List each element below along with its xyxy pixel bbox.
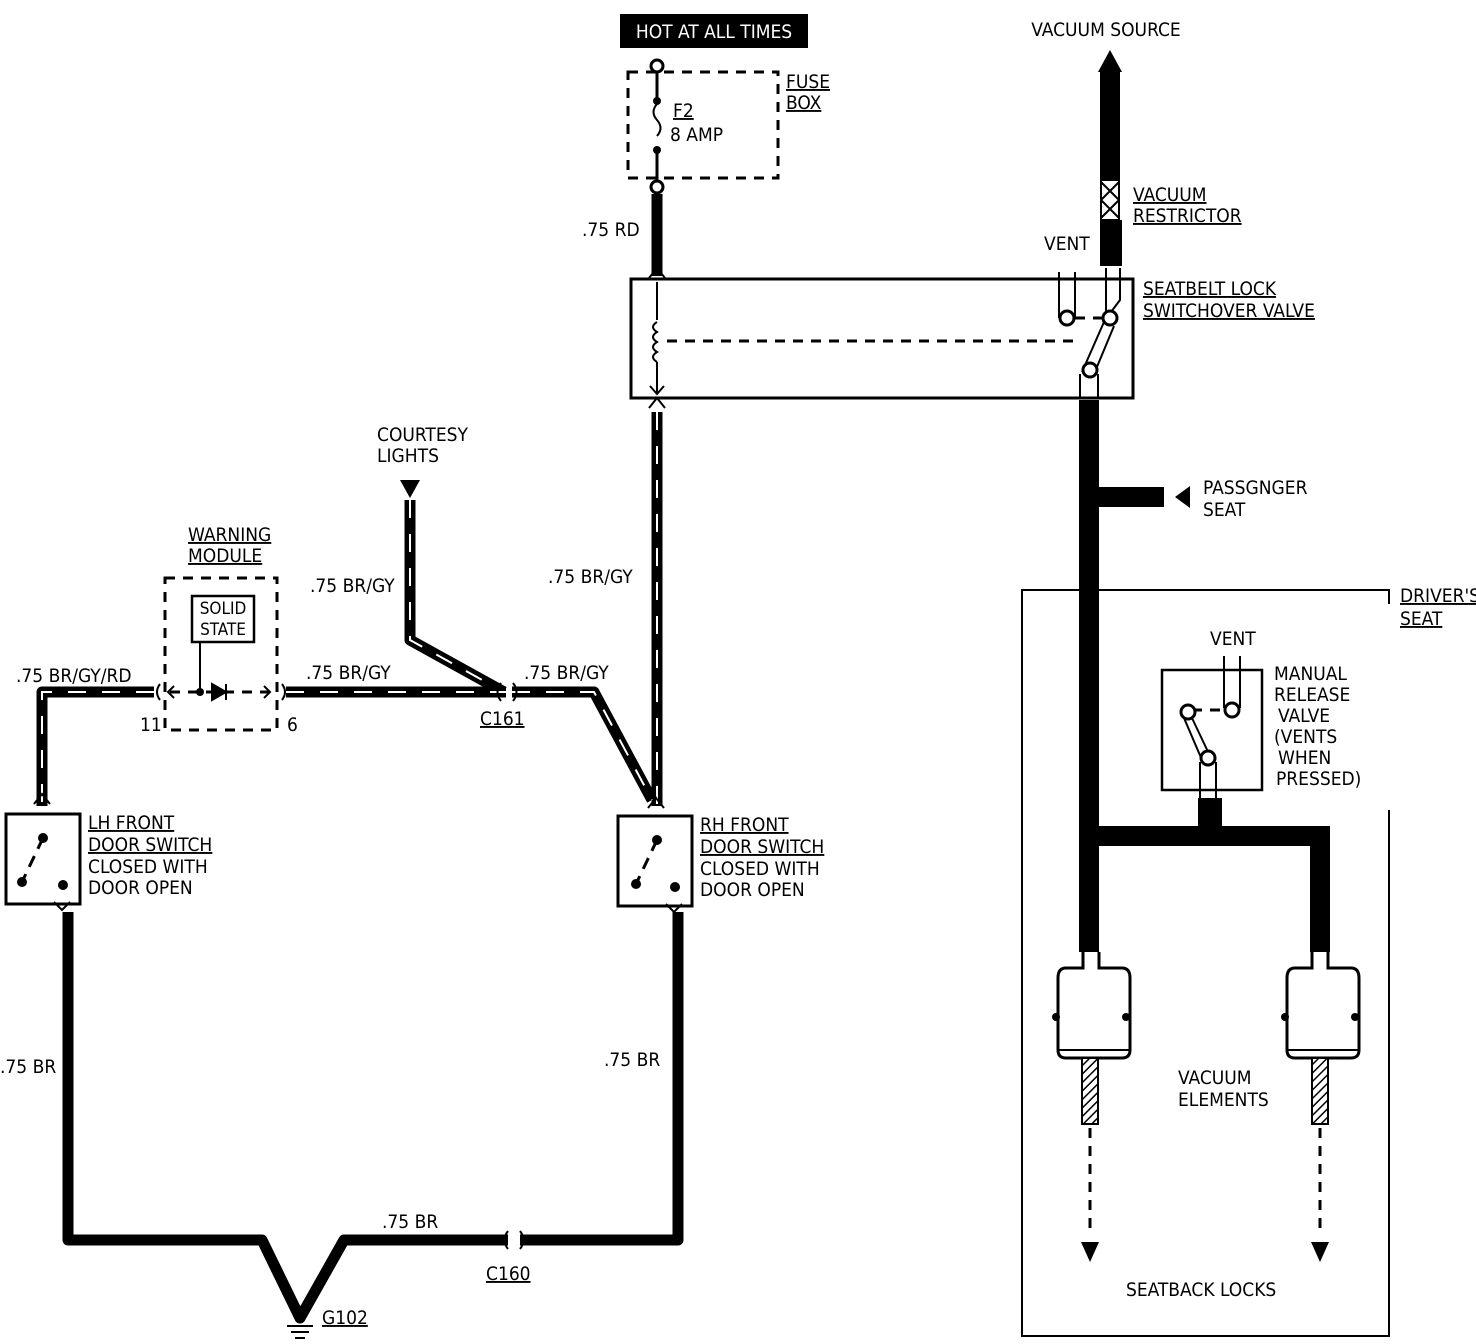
fuse-rating: 8 AMP <box>670 124 723 146</box>
c161-label: C161 <box>480 708 525 730</box>
lh-ground-wire <box>62 912 508 1324</box>
courtesy-lights-arrow-icon <box>400 480 420 498</box>
seatback-lock-arrow-icon <box>1081 1242 1099 1262</box>
warning-module-outline <box>163 576 279 732</box>
drivers-seat-outline <box>1021 589 1390 1337</box>
passenger-label-1: PASSGNGER <box>1203 477 1308 499</box>
vacuum-element-right <box>1281 952 1361 1262</box>
warning-module-label-2: MODULE <box>188 545 262 567</box>
fuse-id: F2 <box>673 100 694 122</box>
lh-switch-contact-icon <box>17 877 27 887</box>
drivers-seat-label-2: SEAT <box>1400 608 1443 630</box>
valve-label-2: SWITCHOVER VALVE <box>1143 300 1315 322</box>
seatback-lock-arrow-icon <box>1311 1242 1329 1262</box>
vacuum-element-left <box>1052 952 1132 1262</box>
chip-label-2: STATE <box>200 620 246 640</box>
vacuum-source: VACUUM SOURCE VACUUM RESTRICTOR <box>1031 19 1242 266</box>
hot-at-all-times-label: HOT AT ALL TIMES <box>636 21 792 43</box>
seatback-locks-label: SEATBACK LOCKS <box>1126 1279 1276 1301</box>
valve-body <box>629 277 1135 400</box>
lh-switch-label-2: DOOR SWITCH <box>88 834 212 856</box>
wire-label-lh: .75 BR/GY/RD <box>16 665 132 687</box>
ground-g102: G102 <box>287 1307 368 1339</box>
manual-label-6: PRESSED) <box>1276 768 1361 790</box>
rh-switch-label-4: DOOR OPEN <box>700 879 805 901</box>
restrictor-label-2: RESTRICTOR <box>1133 205 1242 227</box>
lh-door-switch: LH FRONT DOOR SWITCH CLOSED WITH DOOR OP… <box>4 792 212 912</box>
lh-switch-label-4: DOOR OPEN <box>88 877 193 899</box>
fuse-bottom-terminal <box>649 179 665 195</box>
rh-ground-wire <box>520 912 684 1246</box>
c161-to-rh-switch-wire <box>512 686 657 803</box>
pin-11-label: 11 <box>140 714 162 736</box>
seatbelt-lock-switchover-valve <box>629 266 1135 409</box>
ground-label: G102 <box>322 1307 368 1329</box>
diode-icon <box>211 682 229 702</box>
valve-label-1: SEATBELT LOCK <box>1143 278 1277 300</box>
passenger-label-2: SEAT <box>1203 499 1246 521</box>
ground-icon <box>287 1325 313 1339</box>
lh-switch-label-3: CLOSED WITH <box>88 856 208 878</box>
vacuum-elements-label-2: ELEMENTS <box>1178 1089 1269 1111</box>
module-to-lh-switch-wire <box>36 686 154 806</box>
vent-seat-label: VENT <box>1210 628 1256 650</box>
wire-label-br-right: .75 BR <box>604 1049 660 1071</box>
c161-connector: C161 <box>480 682 525 730</box>
drivers-seat: DRIVER'S SEAT VENT MANUAL RELEASE VALVE … <box>1021 585 1476 1337</box>
fuse-element-icon <box>652 103 662 137</box>
fuse-box: FUSE BOX F2 8 AMP <box>626 58 830 195</box>
warning-module: WARNING MODULE SOLID STATE 11 6 <box>140 524 298 736</box>
wire-label-br-bottom: .75 BR <box>382 1211 438 1233</box>
manual-label-1: MANUAL <box>1274 663 1347 685</box>
manual-label-2: RELEASE <box>1274 684 1350 706</box>
vent-port-icon <box>1058 309 1076 327</box>
lh-switch-body <box>4 812 82 906</box>
rh-switch-label-2: DOOR SWITCH <box>700 836 824 858</box>
wire-label-module: .75 BR/GY <box>306 662 391 684</box>
manual-label-5: WHEN <box>1278 747 1331 769</box>
courtesy-label-1: COURTESY <box>377 424 468 446</box>
solenoid-coil-icon <box>652 321 659 363</box>
rh-switch-contact-icon <box>631 879 641 889</box>
vent-top-label: VENT <box>1044 233 1090 255</box>
fuse-top-terminal <box>649 58 665 74</box>
courtesy-label-2: LIGHTS <box>377 445 439 467</box>
vacuum-elements-label-1: VACUUM <box>1178 1067 1252 1089</box>
lh-switch-label-1: LH FRONT <box>88 812 175 834</box>
fuse-box-outline <box>626 70 780 180</box>
manual-label-3: VALVE <box>1278 705 1330 727</box>
rh-door-switch: RH FRONT DOOR SWITCH CLOSED WITH DOOR OP… <box>616 796 824 914</box>
wire-label-courtesy: .75 BR/GY <box>310 575 395 597</box>
power-source: HOT AT ALL TIMES <box>620 14 808 48</box>
wire-label-br-left: .75 BR <box>0 1056 56 1078</box>
seatback-branch-hose <box>1089 826 1330 952</box>
chip-label-1: SOLID <box>200 599 247 619</box>
pin-6-label: 6 <box>287 714 298 736</box>
fuse-box-label-2: BOX <box>786 92 822 114</box>
rh-switch-body <box>616 814 694 908</box>
wire-label-c161: .75 BR/GY <box>524 662 609 684</box>
rh-switch-label-3: CLOSED WITH <box>700 858 820 880</box>
vacuum-source-arrow-icon <box>1098 50 1122 72</box>
vacuum-source-label: VACUUM SOURCE <box>1031 19 1180 41</box>
manual-label-4: (VENTS <box>1274 726 1337 748</box>
fuse-box-label: FUSE <box>786 71 830 93</box>
c160-label: C160 <box>486 1263 531 1285</box>
manual-release-valve <box>1160 668 1264 792</box>
c160-connector: C160 <box>486 1230 531 1285</box>
courtesy-lights-wire <box>404 500 507 697</box>
hot-at-all-times-tag <box>620 14 808 48</box>
br-gy-wiring <box>36 412 663 806</box>
passenger-seat-arrow-icon <box>1175 486 1190 508</box>
drivers-seat-label-1: DRIVER'S <box>1400 585 1476 607</box>
restrictor-label-1: VACUUM <box>1133 184 1207 206</box>
rh-switch-label-1: RH FRONT <box>700 814 789 836</box>
warning-module-label-1: WARNING <box>188 524 271 546</box>
red-wire-label: .75 RD <box>582 219 640 241</box>
manual-valve-knob-icon <box>1179 703 1197 721</box>
wire-label-valve: .75 BR/GY <box>548 566 633 588</box>
solid-state-chip <box>190 594 256 644</box>
